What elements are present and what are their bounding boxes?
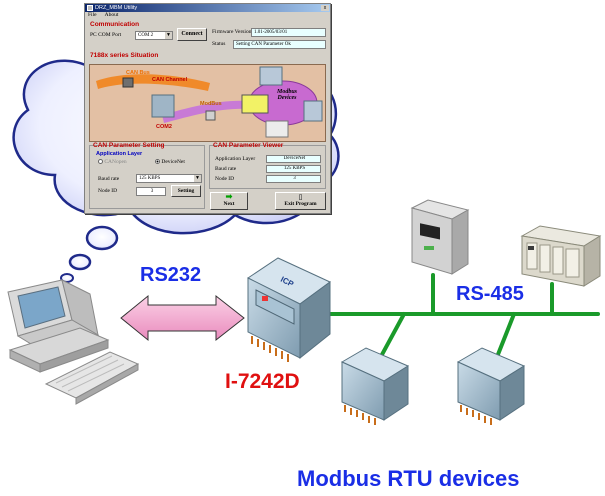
node-id-input[interactable]: 3: [136, 187, 166, 196]
chevron-down-icon: ▼: [194, 175, 201, 182]
thought-bubble-medium: [68, 253, 92, 271]
can-setting-title: CAN Parameter Setting: [93, 142, 165, 149]
variable-speed-drive: [410, 199, 470, 275]
plc-controller: [520, 225, 602, 287]
baud-rate-value: 125 KBPS: [139, 176, 161, 181]
window-title: DRZ_MBM Utility: [95, 5, 138, 11]
can-viewer-title: CAN Parameter Viewer: [213, 142, 284, 149]
modbus-label: ModBus: [200, 101, 222, 107]
com-port-label: PC COM Port: [90, 32, 122, 38]
com2-label: COM2: [156, 124, 172, 130]
i7242d-module: [247, 257, 331, 362]
converter-label: I-7242D: [225, 370, 300, 393]
device-icon-right: [303, 100, 323, 122]
status-label: Status: [212, 41, 226, 47]
node-id-label: Node ID: [98, 188, 118, 194]
setting-button[interactable]: Setting: [171, 185, 201, 197]
com-port-value: COM 2: [138, 33, 154, 38]
next-button-label: Next: [223, 201, 235, 207]
situation-graphic: [96, 66, 323, 138]
modbus-rtu-module-1: [340, 347, 410, 425]
device-icon-bottom: [265, 120, 289, 138]
modbus-devices-text: Modbus Devices: [276, 89, 297, 101]
modbus-devices-label: Modbus RTU devices: [297, 466, 520, 491]
modbus-rtu-module-2: [456, 347, 526, 425]
rs232-label: RS232: [140, 264, 202, 286]
situation-title: 7188x series Situation: [90, 52, 159, 59]
viewer-app-label: Application Layer: [215, 156, 256, 162]
exit-icon: ▯: [298, 193, 303, 201]
devicenet-option[interactable]: DeviceNet: [155, 159, 185, 165]
firmware-label: Firmware Version: [212, 29, 252, 35]
exit-button[interactable]: ▯ Exit Program: [275, 192, 326, 210]
rs485-label: RS-485: [456, 283, 524, 305]
controller-icon: [151, 94, 175, 118]
firmware-field: 1.01-2005/03/01: [251, 28, 326, 37]
close-icon[interactable]: x: [321, 5, 329, 11]
canopen-option-label: CANopen: [104, 159, 127, 165]
utility-window: DRZ_MBM Utility x File About Communicati…: [84, 3, 331, 214]
rs232-double-arrow: [120, 294, 245, 342]
viewer-node-value: 3: [266, 175, 321, 183]
devicenet-option-label: DeviceNet: [161, 159, 185, 165]
can-viewer-group: [209, 145, 326, 189]
canopen-radio[interactable]: [98, 159, 103, 165]
app-layer-label: Application Layer: [96, 151, 143, 157]
menu-file[interactable]: File: [88, 12, 97, 18]
rs485-bus: [298, 273, 600, 364]
can-bus-label: CAN Bus: [126, 70, 150, 76]
device-icon-top: [259, 66, 283, 86]
canopen-option[interactable]: CANopen: [98, 159, 127, 165]
can-setting-group: [89, 145, 205, 209]
window-titlebar: DRZ_MBM Utility x: [85, 4, 330, 12]
arrow-right-icon: ➡: [225, 192, 233, 201]
situation-panel: CAN Bus CAN Channel COM2 ModBus Modbus D…: [89, 64, 326, 142]
next-button[interactable]: ➡ Next: [210, 192, 248, 210]
connect-button[interactable]: Connect: [177, 28, 207, 41]
menu-bar: File About: [85, 12, 330, 19]
devicenet-radio[interactable]: [155, 159, 160, 165]
communication-title: Communication: [90, 21, 140, 28]
hmi-icon: [241, 94, 269, 114]
pc-computer-icon: [7, 279, 140, 405]
viewer-baud-value: 125 KBPS: [266, 165, 321, 173]
can-channel-label: CAN Channel: [152, 77, 188, 83]
thought-bubble-large: [85, 225, 119, 251]
com-port-select[interactable]: COM 2 ▼: [135, 31, 173, 40]
app-icon: [87, 5, 93, 11]
baud-rate-label: Baud rate: [98, 176, 120, 182]
menu-about[interactable]: About: [104, 12, 119, 18]
status-field: Setting CAN Parameter Ok: [233, 40, 326, 49]
chevron-down-icon: ▼: [165, 32, 172, 39]
can-connector-icon: [122, 77, 134, 88]
viewer-app-value: DeviceNet: [266, 155, 321, 163]
viewer-baud-label: Baud rate: [215, 166, 237, 172]
baud-rate-select[interactable]: 125 KBPS ▼: [136, 174, 202, 183]
modbus-connector-icon: [205, 110, 216, 121]
exit-button-label: Exit Program: [284, 201, 317, 207]
viewer-node-label: Node ID: [215, 176, 235, 182]
